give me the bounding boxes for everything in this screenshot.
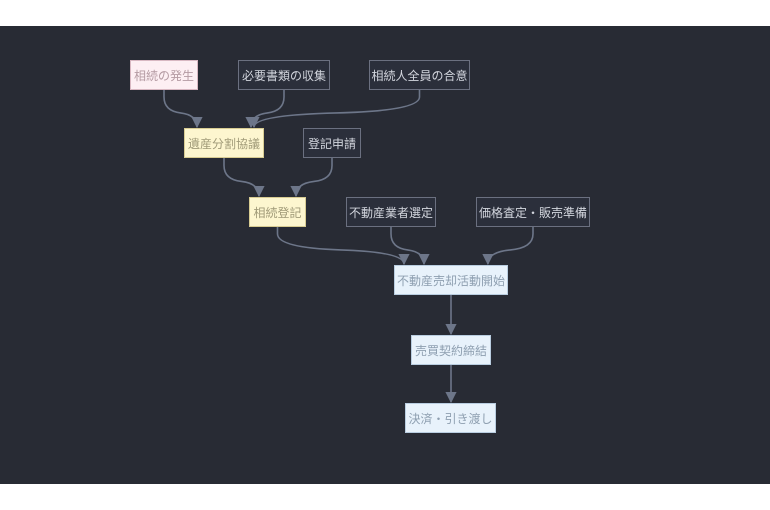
edge-n_bunkatsu-to-n_souzoku_touki <box>223 158 265 198</box>
edge-layer <box>163 90 534 404</box>
edge-n_gyousha-to-n_baikyaku <box>390 227 430 266</box>
edge-n_shorui-to-n_bunkatsu <box>245 90 285 129</box>
node-souzokunin-goi[interactable]: 相続人全員の合意 <box>369 60 470 90</box>
node-kessai-hikiwatashi[interactable]: 決済・引き渡し <box>405 403 496 433</box>
node-souzoku-hassei[interactable]: 相続の発生 <box>130 60 198 90</box>
node-touki-shinsei[interactable]: 登記申請 <box>303 128 361 158</box>
node-isan-bunkatsu-kyougi[interactable]: 遺産分割協議 <box>184 128 264 158</box>
edge-n_goi-to-n_bunkatsu <box>248 90 421 129</box>
node-baibai-keiyaku[interactable]: 売買契約締結 <box>411 335 491 365</box>
node-souzoku-touki[interactable]: 相続登記 <box>249 197 306 227</box>
node-kakaku-satei[interactable]: 価格査定・販売準備 <box>476 197 590 227</box>
edge-n_shinsei-to-n_souzoku_touki <box>290 158 333 198</box>
diagram-canvas: 相続の発生 必要書類の収集 相続人全員の合意 遺産分割協議 登記申請 相続登記 … <box>0 26 770 484</box>
node-gyousha-sentei[interactable]: 不動産業者選定 <box>346 197 436 227</box>
node-baikyaku-katsudou[interactable]: 不動産売却活動開始 <box>394 265 508 295</box>
edge-n_hassei-to-n_bunkatsu <box>163 90 203 129</box>
edge-n_kakaku-to-n_baikyaku <box>482 227 534 266</box>
node-hitsuyou-shorui[interactable]: 必要書類の収集 <box>238 60 330 90</box>
edge-n_souzoku_touki-to-n_baikyaku <box>276 227 410 266</box>
